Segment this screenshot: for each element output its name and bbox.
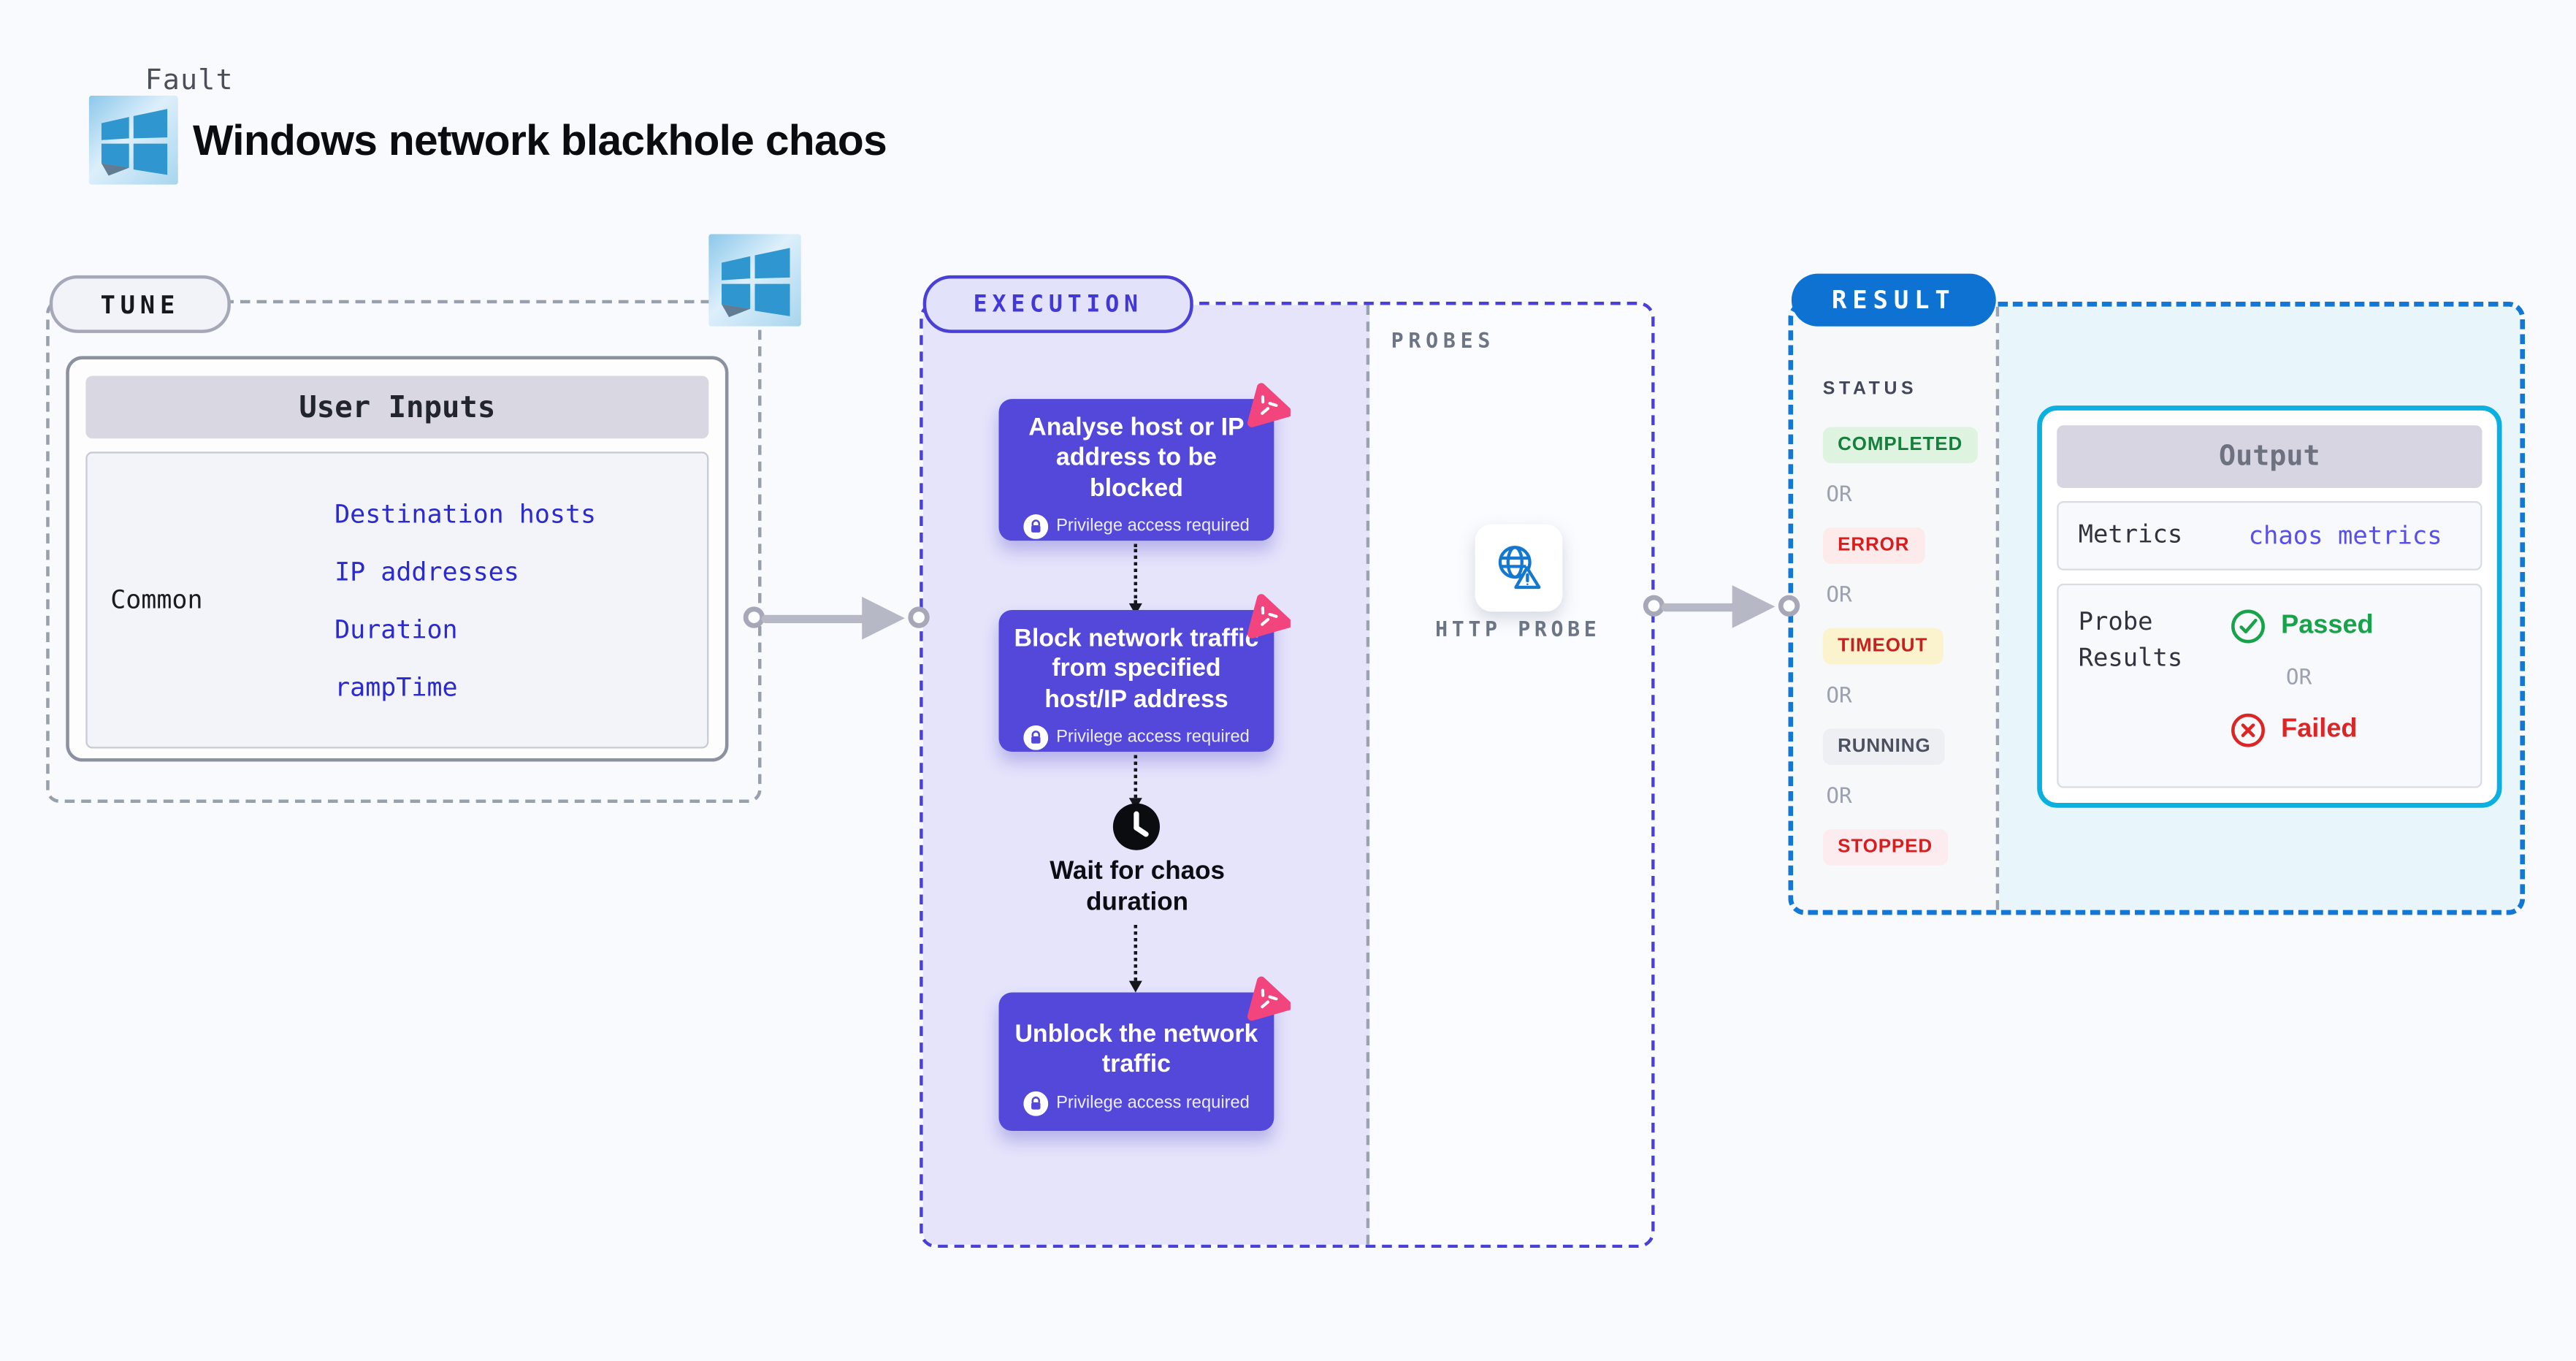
link-ip-addresses[interactable]: IP addresses — [335, 556, 519, 587]
fault-kicker: Fault — [145, 64, 234, 98]
tune-section — [46, 300, 762, 803]
flow-arrow-down — [1128, 544, 1142, 615]
litmus-chaos-badge-icon — [1247, 383, 1291, 427]
link-ramptime[interactable]: rampTime — [335, 671, 458, 702]
step-title: Block network traffic from specified hos… — [1014, 625, 1259, 714]
x-circle-icon — [2231, 713, 2265, 747]
globe-warning-icon — [1497, 545, 1540, 588]
passed-outcome: Passed — [2230, 609, 2461, 645]
windows-logo-icon — [88, 95, 178, 185]
step-title: Unblock the network traffic — [1014, 1020, 1258, 1079]
probe-results-label: Probe Results — [2078, 606, 2183, 673]
tune-pill: TUNE — [49, 275, 231, 333]
step-unblock-traffic: Unblock the network traffic Privilege ac… — [998, 976, 1291, 1132]
windows-logo-icon — [708, 234, 801, 327]
metrics-row: Metrics chaos metrics — [2057, 501, 2483, 571]
or-separator: OR — [1826, 583, 1852, 609]
step-title: Analyse host or IP address to be blocked — [1028, 413, 1245, 503]
status-badge-stopped: STOPPED — [1822, 829, 1948, 866]
status-title: STATUS — [1822, 379, 1918, 400]
tunable-links: Destination hosts IP addresses Duration … — [335, 454, 707, 747]
litmus-chaos-badge-icon — [1247, 976, 1291, 1021]
arrow-shaft — [761, 614, 871, 622]
status-column: STATUS COMPLETED OR ERROR OR TIMEOUT OR … — [1793, 306, 2000, 910]
step-block-traffic: Block network traffic from specified hos… — [998, 594, 1291, 752]
result-section: STATUS COMPLETED OR ERROR OR TIMEOUT OR … — [1788, 301, 2526, 915]
output-header: Output — [2057, 425, 2483, 488]
link-destination-hosts[interactable]: Destination hosts — [335, 498, 597, 529]
status-badge-timeout: TIMEOUT — [1822, 628, 1943, 665]
probe-results-row: Probe Results Passed OR — [2057, 583, 2483, 788]
tune-to-execution-arrow — [743, 596, 930, 640]
or-separator: OR — [1826, 785, 1852, 809]
result-pill: RESULT — [1791, 273, 1996, 327]
clock-icon — [1112, 803, 1160, 850]
http-probe-label: HTTP PROBE — [1435, 616, 1601, 641]
arrow-head — [862, 596, 905, 640]
chaos-metrics-link[interactable]: chaos metrics — [2248, 521, 2442, 551]
litmus-chaos-badge-icon — [1247, 594, 1291, 638]
step-analyse-host: Analyse host or IP address to be blocked… — [998, 383, 1291, 541]
connector-dot — [908, 606, 930, 628]
failed-label: Failed — [2281, 715, 2358, 744]
user-inputs-card: User Inputs Common Destination hosts IP … — [66, 356, 729, 762]
status-badge-error: ERROR — [1822, 527, 1925, 564]
flow-arrow-down — [1128, 924, 1142, 993]
privilege-note: Privilege access required — [1056, 728, 1250, 748]
privilege-note: Privilege access required — [1056, 516, 1250, 537]
execution-pill: EXECUTION — [922, 275, 1193, 333]
metrics-label: Metrics — [2078, 519, 2183, 549]
page-title: Windows network blackhole chaos — [193, 115, 887, 165]
check-circle-icon — [2231, 609, 2265, 644]
failed-outcome: Failed — [2230, 712, 2461, 749]
wait-step-label: Wait for chaos duration — [1050, 857, 1225, 917]
link-duration[interactable]: Duration — [335, 614, 458, 644]
probes-section-label: PROBES — [1391, 328, 1496, 353]
execution-section: PROBES Analyse host or IP address to be … — [920, 301, 1655, 1248]
user-inputs-table: Common Destination hosts IP addresses Du… — [85, 451, 709, 749]
lock-icon — [1023, 1090, 1048, 1116]
connector-dot — [1778, 595, 1800, 617]
user-inputs-header: User Inputs — [85, 375, 709, 439]
status-badge-completed: COMPLETED — [1822, 427, 1978, 464]
arrow-shaft — [1661, 602, 1740, 611]
http-probe-card — [1475, 524, 1563, 612]
output-card: Output Metrics chaos metrics Probe Resul… — [2037, 405, 2502, 808]
status-badge-running: RUNNING — [1822, 728, 1946, 766]
lock-icon — [1023, 725, 1048, 750]
passed-label: Passed — [2281, 611, 2374, 640]
execution-to-result-arrow — [1643, 585, 1800, 628]
or-separator: OR — [2285, 666, 2312, 691]
probes-panel — [1369, 305, 1652, 1245]
privilege-note: Privilege access required — [1056, 1093, 1250, 1113]
flow-arrow-down — [1128, 755, 1142, 809]
or-separator: OR — [1826, 483, 1852, 508]
arrow-head — [1732, 585, 1776, 628]
row-label-common: Common — [110, 585, 203, 615]
lock-icon — [1023, 514, 1048, 539]
probe-outcomes: Passed OR Failed — [2230, 605, 2461, 786]
or-separator: OR — [1826, 684, 1852, 709]
